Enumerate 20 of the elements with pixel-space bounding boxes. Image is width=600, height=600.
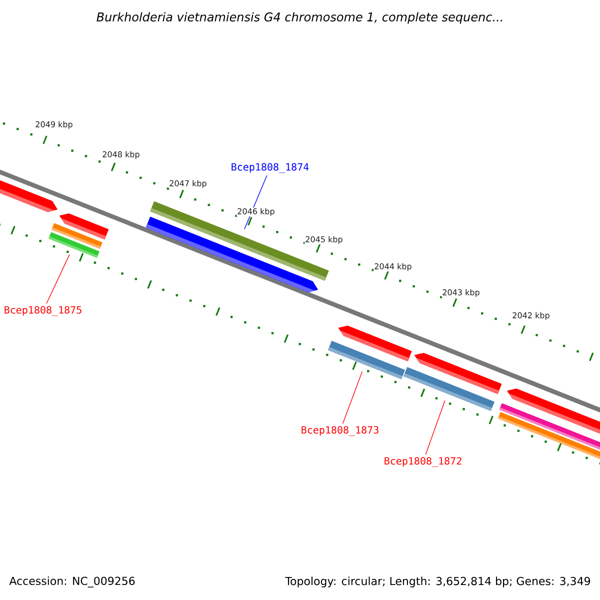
scale-label: 2049 kbp <box>34 120 74 130</box>
gene-label: Bcep1808_1873 <box>302 426 378 436</box>
title: Burkholderia vietnamiensis G4 chromosome 1, complete sequenc... <box>96 12 502 24</box>
scale-label: 2048 kbp <box>102 150 140 160</box>
gene-label: Bcep1808_1874 <box>232 163 309 173</box>
scale-label: 2042 kbp <box>512 312 550 320</box>
gene-bar <box>48 232 100 258</box>
gene-label: Bcep1808_1875 <box>4 306 82 316</box>
gene-bar <box>328 340 406 380</box>
scale-label: 2043 kbp <box>442 288 480 298</box>
leader-line <box>342 371 363 424</box>
footer-text: Topology: circular; Length: 3,652,814 bp; Genes: 3,349 <box>285 576 590 588</box>
scale-label: 2044 kbp <box>374 262 412 272</box>
scale-label: 2046 kbp <box>236 208 276 216</box>
gene-label: Bcep1808_1872 <box>384 457 462 467</box>
gene-bar <box>403 367 495 411</box>
scale-label: 2045 kbp <box>304 236 344 244</box>
footer-text: Accession: NC_009256 <box>9 576 135 588</box>
leader-line <box>46 254 70 304</box>
scale-label: 2047 kbp <box>168 180 208 188</box>
